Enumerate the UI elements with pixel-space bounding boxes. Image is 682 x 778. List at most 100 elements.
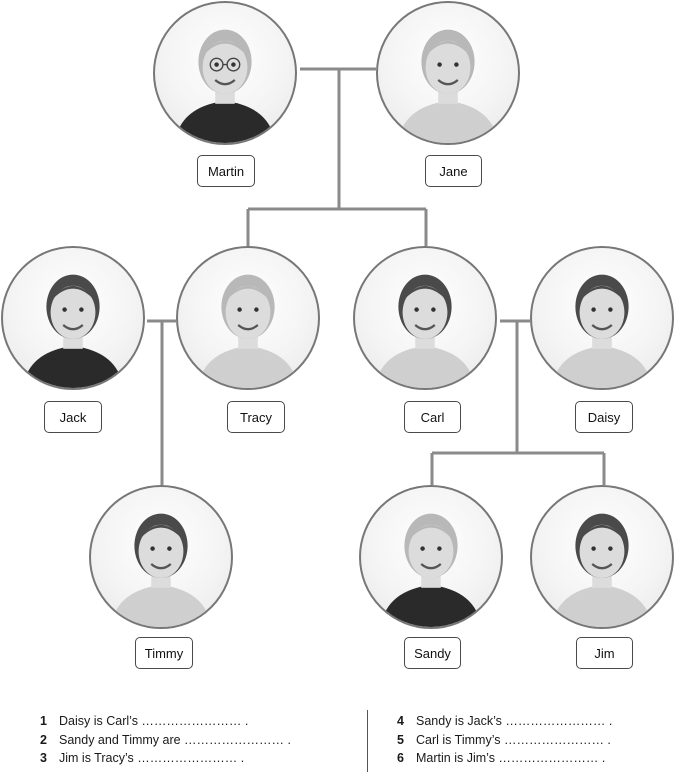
exercise-sentence: Jim is Tracy’s …………………… . (59, 751, 245, 765)
connector-grandparents-to-children (246, 69, 428, 246)
exercise-item-2: 2 Sandy and Timmy are …………………… . (40, 731, 291, 750)
eye-shape (214, 62, 219, 67)
exercise-item-4: 4 Sandy is Jack’s …………………… . (397, 712, 612, 731)
eye-shape (608, 546, 613, 551)
exercise-sentence: Carl is Timmy’s …………………… . (416, 732, 611, 747)
hair-fringe-shape (579, 524, 625, 541)
photo-jack (1, 246, 145, 390)
eye-shape (420, 546, 425, 551)
name-tag-jim: Jim (576, 637, 633, 669)
eye-shape (414, 307, 419, 312)
clothes-shape (22, 346, 124, 388)
eye-shape (254, 307, 259, 312)
name-jane: Jane (439, 164, 468, 179)
exercise-number: 6 (397, 751, 404, 765)
portrait-sandy (380, 513, 482, 627)
portrait-timmy (110, 513, 212, 627)
photo-carl (353, 246, 497, 390)
eye-shape (79, 307, 84, 312)
exercise-sentence: Sandy is Jack’s …………………… . (416, 714, 613, 728)
column-divider (367, 710, 368, 772)
hair-fringe-shape (402, 285, 448, 302)
name-jim: Jim (594, 646, 615, 661)
exercise-item-5: 5 Carl is Timmy’s …………………… . (397, 731, 612, 750)
smile-shape (237, 324, 259, 331)
eye-shape (454, 62, 459, 67)
eye-shape (150, 546, 155, 551)
smile-shape (420, 563, 442, 570)
smile-shape (150, 563, 172, 570)
eye-shape (437, 62, 442, 67)
name-tag-daisy: Daisy (575, 401, 633, 433)
smile-shape (591, 563, 613, 570)
name-tag-martin: Martin (197, 155, 255, 187)
exercise-number: 1 (40, 714, 47, 728)
clothes-shape (551, 346, 653, 388)
glasses-lens-shape (226, 57, 241, 72)
exercise-item-3: 3 Jim is Tracy’s …………………… . (40, 749, 291, 768)
smile-shape (591, 324, 613, 331)
exercise-number: 4 (397, 714, 404, 728)
exercise-left-column: 1 Daisy is Carl’s …………………… . 2 Sandy and T… (40, 712, 291, 768)
face-shape (138, 524, 184, 578)
clothes-shape (380, 585, 482, 627)
glasses-lens-shape (209, 57, 224, 72)
name-daisy: Daisy (587, 410, 621, 425)
eye-shape (62, 307, 67, 312)
name-timmy: Timmy (144, 646, 184, 661)
name-tag-carl: Carl (404, 401, 461, 433)
name-tag-jack: Jack (44, 401, 102, 433)
smile-shape (437, 79, 459, 86)
portrait-martin (174, 29, 276, 143)
face-shape (402, 285, 448, 339)
smile-shape (414, 324, 436, 331)
clothes-shape (551, 585, 653, 627)
eye-shape (608, 307, 613, 312)
name-tag-sandy: Sandy (404, 637, 461, 669)
face-shape (225, 285, 271, 339)
photo-martin (153, 1, 297, 145)
photo-tracy (176, 246, 320, 390)
face-shape (579, 524, 625, 578)
portrait-jim (551, 513, 653, 627)
photo-jane (376, 1, 520, 145)
exercise-number: 2 (40, 732, 47, 747)
face-shape (579, 285, 625, 339)
name-tag-jane: Jane (425, 155, 482, 187)
hair-fringe-shape (202, 40, 248, 57)
eye-shape (237, 307, 242, 312)
eye-shape (231, 62, 236, 67)
portrait-tracy (197, 274, 299, 388)
name-tag-tracy: Tracy (227, 401, 285, 433)
eye-shape (437, 546, 442, 551)
face-shape (425, 40, 471, 94)
exercise-number: 5 (397, 732, 404, 747)
face-shape (50, 285, 96, 339)
portrait-daisy (551, 274, 653, 388)
smile-shape (214, 79, 236, 86)
hair-fringe-shape (579, 285, 625, 302)
exercise-number: 3 (40, 751, 47, 765)
clothes-shape (110, 585, 212, 627)
name-sandy: Sandy (414, 646, 451, 661)
portrait-carl (374, 274, 476, 388)
name-carl: Carl (420, 410, 445, 425)
photo-timmy (89, 485, 233, 629)
portrait-jane (397, 29, 499, 143)
hair-fringe-shape (138, 524, 184, 541)
portrait-jack (22, 274, 124, 388)
smile-shape (62, 324, 84, 331)
connector-carl-daisy-to-children (430, 321, 606, 485)
eye-shape (431, 307, 436, 312)
exercise-sentence: Daisy is Carl’s …………………… . (59, 714, 249, 728)
face-shape (408, 524, 454, 578)
hair-fringe-shape (50, 285, 96, 302)
eye-shape (591, 546, 596, 551)
hair-fringe-shape (425, 40, 471, 57)
photo-jim (530, 485, 674, 629)
clothes-shape (174, 101, 276, 143)
hair-fringe-shape (408, 524, 454, 541)
exercise-item-1: 1 Daisy is Carl’s …………………… . (40, 712, 291, 731)
name-martin: Martin (207, 164, 245, 179)
exercise-sentence: Sandy and Timmy are …………………… . (59, 732, 292, 747)
